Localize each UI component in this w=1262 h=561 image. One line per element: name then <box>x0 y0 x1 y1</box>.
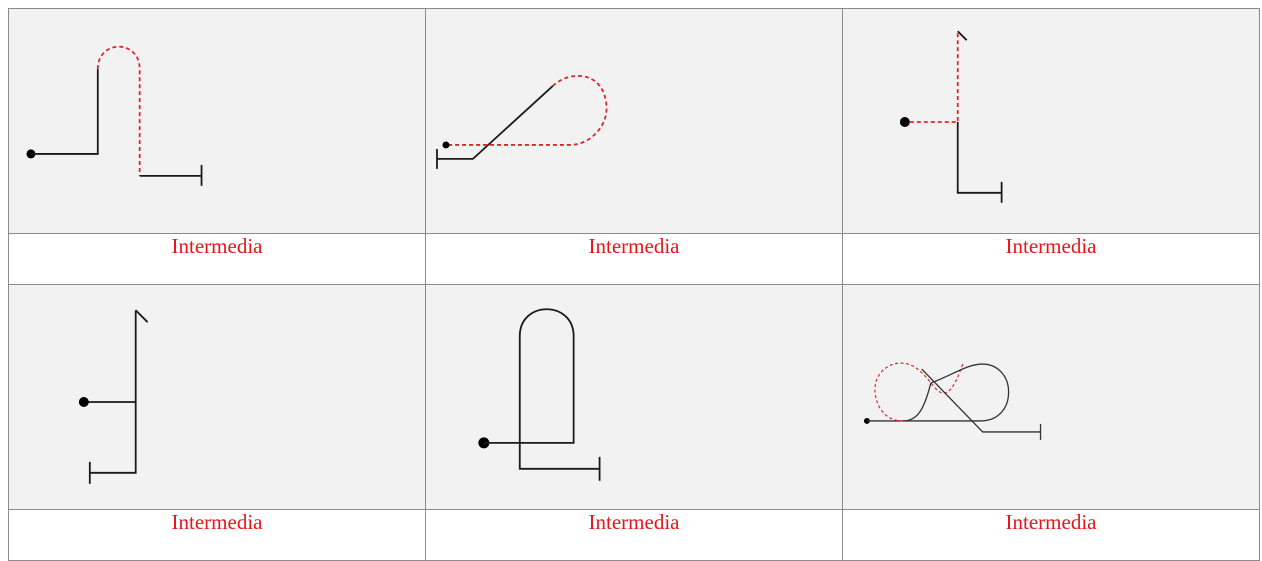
start-dot <box>899 117 910 127</box>
figure-cell-3 <box>842 8 1260 234</box>
solid-path <box>436 85 554 160</box>
start-dot <box>442 141 450 149</box>
dashed-path <box>96 45 141 176</box>
start-dot <box>863 417 870 424</box>
figure-cell-5 <box>425 284 843 510</box>
path-diagram-4 <box>78 309 149 484</box>
figure-row-1 <box>8 8 1260 234</box>
path-diagram-6 <box>863 362 1042 440</box>
caption-1: Intermedia <box>8 233 426 285</box>
path-diagram-3 <box>899 30 1003 203</box>
dashed-path <box>447 74 608 146</box>
caption-6: Intermedia <box>842 509 1260 561</box>
path-diagram-1 <box>26 45 203 186</box>
solid-path <box>89 310 137 474</box>
diagram-grid: Intermedia Intermedia Intermedia <box>8 8 1260 561</box>
path-diagram-5 <box>478 308 601 481</box>
caption-5: Intermedia <box>425 509 843 561</box>
start-dot <box>478 437 490 449</box>
solid-loop <box>902 363 1010 422</box>
figure-row-2 <box>8 284 1260 510</box>
end-tick <box>957 30 968 41</box>
caption-3: Intermedia <box>842 233 1260 285</box>
figure-cell-2 <box>425 8 843 234</box>
solid-path <box>483 308 600 470</box>
solid-exit <box>921 368 1041 433</box>
path-diagram-2 <box>436 74 608 169</box>
dashed-path <box>905 33 959 123</box>
caption-row-1: Intermedia Intermedia Intermedia <box>8 233 1260 285</box>
solid-cross <box>902 382 932 422</box>
caption-4: Intermedia <box>8 509 426 561</box>
figure-cell-1 <box>8 8 426 234</box>
caption-row-2: Intermedia Intermedia Intermedia <box>8 509 1260 561</box>
caption-2: Intermedia <box>425 233 843 285</box>
solid-path <box>30 69 99 155</box>
start-dot <box>78 397 89 407</box>
figure-cell-4 <box>8 284 426 510</box>
figure-cell-6 <box>842 284 1260 510</box>
dashed-path <box>874 362 964 422</box>
solid-path <box>956 121 1002 194</box>
end-tick <box>135 309 149 323</box>
